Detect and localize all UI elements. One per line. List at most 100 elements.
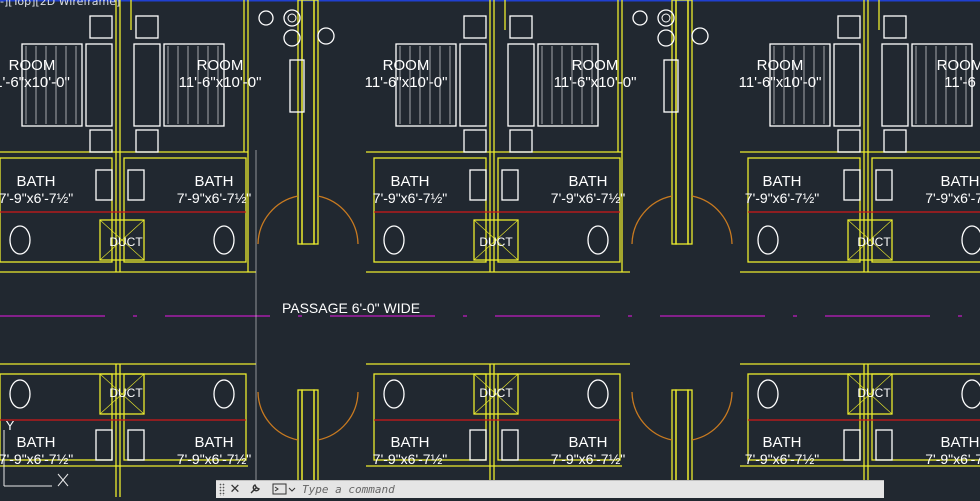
duct-cross	[473, 219, 519, 261]
bed-pillow	[881, 43, 909, 127]
room-label-size: 11'-6"x10'-0"	[554, 74, 637, 91]
basin	[501, 169, 519, 201]
duct-cross	[847, 373, 893, 415]
duct-label: DUCT	[109, 235, 143, 249]
viewport-controls-label[interactable]: -][Top][2D Wireframe]	[0, 0, 121, 8]
side-table	[135, 15, 159, 39]
bath-wall	[373, 373, 487, 461]
bath-label-size: 7'-9"x6'-7½"	[177, 190, 251, 206]
column	[297, 0, 303, 245]
command-prompt-icon[interactable]	[270, 481, 298, 498]
side-table	[463, 15, 487, 39]
chair	[258, 10, 274, 26]
basin	[501, 429, 519, 461]
chair	[283, 9, 301, 27]
room-label-size: 11'-6"x10'-0"	[365, 74, 448, 91]
room-label-size: 11'-6	[944, 74, 976, 91]
bath-wall	[871, 157, 980, 263]
bath-label-name: BATH	[17, 173, 56, 190]
chair	[657, 29, 675, 47]
bath-wall	[747, 157, 861, 263]
door-swing	[257, 391, 299, 441]
bed-pillow	[507, 43, 535, 127]
bath-label-name: BATH	[569, 173, 608, 190]
bath-label-name: BATH	[941, 434, 980, 451]
bath-label-size: 7'-9"x6'-7½	[925, 190, 980, 206]
chair	[661, 13, 671, 23]
chair	[317, 27, 335, 45]
room-label-name: ROOM	[572, 57, 619, 74]
side-table	[463, 129, 487, 153]
chair	[691, 27, 709, 45]
toilet	[383, 379, 405, 409]
toilet	[213, 225, 235, 255]
door-swing	[691, 391, 733, 441]
door-swing	[257, 195, 299, 245]
wrench-icon[interactable]	[246, 481, 264, 498]
bed-pillow	[133, 43, 161, 127]
bath-label-name: BATH	[17, 434, 56, 451]
toilet	[9, 379, 31, 409]
bath-label-size: 7'-9"x6'-7½"	[745, 190, 819, 206]
side-table	[837, 129, 861, 153]
basin	[843, 169, 861, 201]
duct-box	[99, 373, 145, 415]
column	[313, 0, 319, 245]
bath-wall	[871, 373, 980, 461]
toilet	[213, 379, 235, 409]
toilet	[383, 225, 405, 255]
bath-label-size: 7'-9"x6'-7½"	[0, 451, 73, 467]
command-line-grip[interactable]	[219, 483, 225, 496]
room-label-name: ROOM	[937, 57, 980, 74]
bath-label-name: BATH	[195, 434, 234, 451]
bed	[163, 43, 225, 127]
toilet	[757, 379, 779, 409]
side-table	[509, 129, 533, 153]
bath-label-size: 7'-9"x6'-7½"	[551, 190, 625, 206]
door-swing	[631, 391, 673, 441]
bath-label-size: 7'-9"x6'-7½"	[551, 451, 625, 467]
ucs-y-label: Y	[6, 418, 15, 433]
basin	[843, 429, 861, 461]
close-icon[interactable]: ✕	[229, 482, 241, 497]
duct-box	[99, 219, 145, 261]
basin	[469, 429, 487, 461]
side-table	[883, 15, 907, 39]
room-label-name: ROOM	[383, 57, 430, 74]
toilet	[9, 225, 31, 255]
bath-label-size: 7'-9"x6'-7½"	[177, 451, 251, 467]
bed	[395, 43, 457, 127]
duct-box	[473, 219, 519, 261]
column	[301, 0, 315, 245]
column	[671, 0, 677, 245]
duct-label: DUCT	[109, 386, 143, 400]
room-label-size: 11'-6"x10'-0"	[739, 74, 822, 91]
toilet	[587, 225, 609, 255]
bed-pillow	[459, 43, 487, 127]
basin	[95, 169, 113, 201]
chair	[283, 29, 301, 47]
room-label-name: ROOM	[197, 57, 244, 74]
side-table	[89, 129, 113, 153]
bath-label-size: 7'-9"x6'-7½	[925, 451, 980, 467]
door-swing	[317, 195, 359, 245]
room-label-name: ROOM	[757, 57, 804, 74]
command-input[interactable]	[302, 482, 862, 497]
bath-wall	[747, 373, 861, 461]
duct-box	[847, 373, 893, 415]
bath-wall	[123, 373, 247, 461]
bath-label-size: 7'-9"x6'-7½"	[373, 190, 447, 206]
bath-label-name: BATH	[763, 173, 802, 190]
room-label-name: ROOM	[9, 57, 56, 74]
duct-cross	[99, 219, 145, 261]
toilet	[757, 225, 779, 255]
ucs-x-marker	[57, 473, 69, 487]
room-label-size: 11'-6"x10'-0"	[179, 74, 262, 91]
door-swing	[631, 195, 673, 245]
bath-label-name: BATH	[941, 173, 980, 190]
bath-label-size: 7'-9"x6'-7½"	[373, 451, 447, 467]
column	[687, 0, 693, 245]
basin	[95, 429, 113, 461]
